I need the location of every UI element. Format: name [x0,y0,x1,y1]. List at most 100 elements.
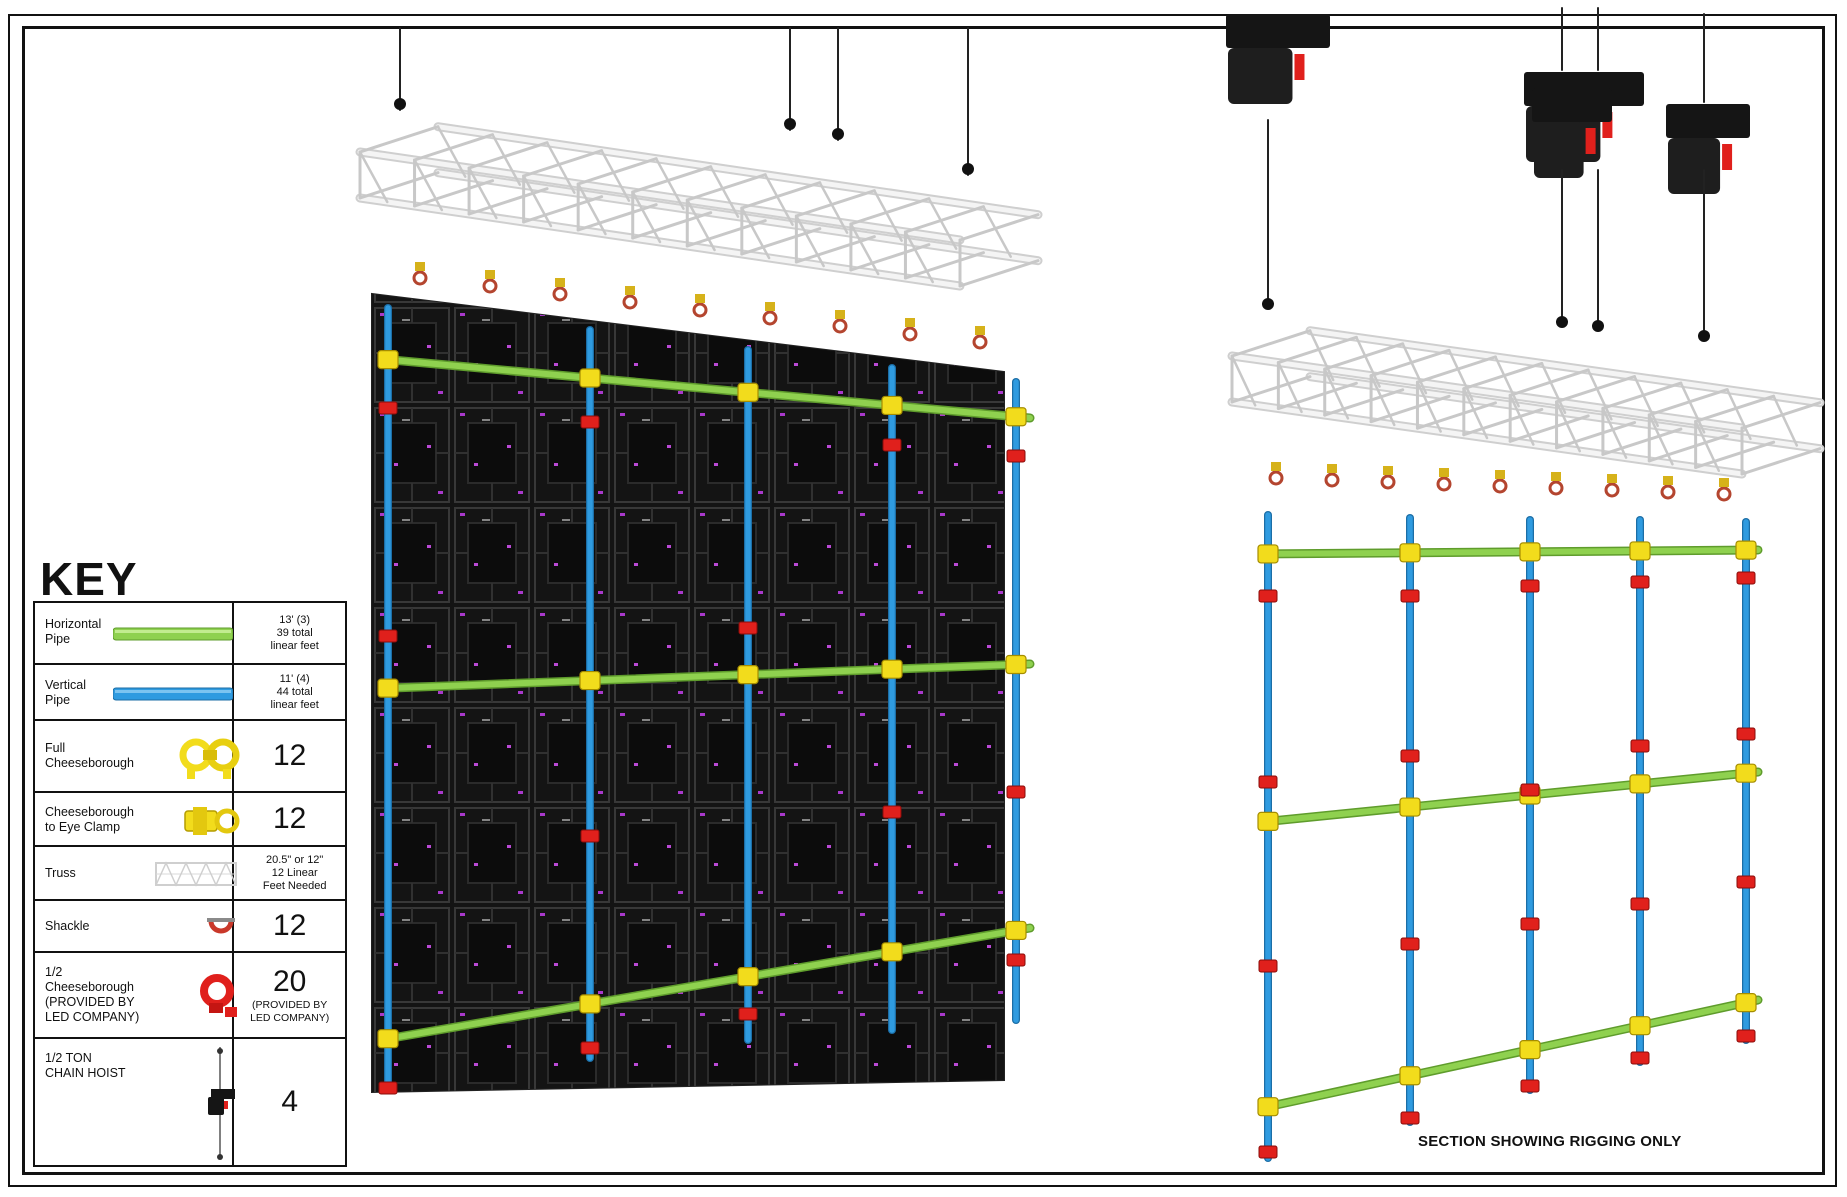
truss-web [1586,368,1613,421]
half-cheeseborough-clamp [1630,739,1650,753]
key-quantity: 20 [272,965,307,998]
truss-web [1648,413,1674,466]
half-cheeseborough-clamp [1630,897,1650,911]
truss-icon [155,861,237,887]
truss-web [1694,394,1776,423]
key-quantity: 4 [281,1085,299,1118]
half-cheeseborough-clamp [1006,785,1026,799]
full-cheeseborough-clamp [377,1029,399,1049]
truss-web [1740,401,1822,430]
full-cheeseborough-clamp [1399,543,1421,563]
full-cheeseborough-clamp [1735,763,1757,783]
truss-web [1601,381,1683,410]
truss-web [1355,335,1381,388]
key-label: (PROVIDED BY [45,995,135,1009]
horizontal-pipe [389,661,1033,691]
truss-web [413,158,444,212]
truss-web [1462,387,1489,440]
key-quantity: 12 [272,909,307,942]
hoist-hook [832,128,844,140]
truss-web [958,259,1040,288]
key-label: Cheeseborough [45,805,134,819]
blue-pipe-icon [113,687,233,701]
half-cheeseborough-clamp [1736,875,1756,889]
truss-web [1555,400,1581,453]
right-truss [1227,326,1825,479]
truss-web [1369,374,1396,427]
truss-web [764,173,794,226]
eye-clamp [835,310,845,319]
key-row-shackle: Shackle 12 [32,899,347,953]
outer-border [8,14,1837,1187]
full-cheeseborough-clamp [377,350,399,370]
full-cheeseborough-icon [179,738,240,779]
full-cheeseborough-clamp [1629,541,1651,561]
full-cheeseborough-clamp [737,967,759,987]
key-quantity: 12 [272,802,307,835]
hoist-motor [1228,48,1293,104]
truss-web [1540,362,1567,414]
eye-clamp-icon [184,807,240,835]
full-cheeseborough-clamp [881,659,903,679]
truss-web [686,198,716,252]
full-cheeseborough-clamp [579,670,601,691]
shackle [692,302,708,318]
key-row-horizontal-pipe: Horizontal Pipe 13' (3) 39 total linear … [32,601,347,665]
half-cheeseborough-clamp [738,621,758,635]
eye-clamp [1551,472,1561,481]
truss-chord [435,124,1041,218]
shackle [1716,486,1732,502]
full-cheeseborough-clamp [1005,920,1027,941]
truss-web [436,125,467,178]
key-label: Pipe [45,632,71,646]
truss-web [522,195,604,224]
key-quantity-note: LED COMPANY) [250,1012,330,1024]
key-detail: 44 total [276,685,313,698]
truss-web [903,205,985,234]
truss-web [1694,440,1776,469]
shackle [762,310,778,326]
hoist-control [1602,112,1613,138]
truss-web [1415,355,1497,384]
truss-web [982,205,1012,258]
eye-clamp [975,326,985,335]
key-label: Cheeseborough [45,980,134,994]
eye-clamp [625,286,635,295]
eye-clamp [1439,468,1449,477]
horizontal-pipe [389,357,1033,421]
eye-clamp [555,278,565,287]
eye-clamp [1327,464,1337,473]
eye-clamp [765,302,775,311]
truss-web [1323,367,1350,420]
truss-web [1555,421,1637,450]
truss-web [740,181,822,210]
half-cheeseborough-clamp [1630,575,1650,589]
truss-web [631,165,713,194]
truss-web [358,171,440,200]
horizontal-pipe [1259,997,1761,1111]
shackle [482,278,498,294]
truss-web [1276,381,1358,411]
eye-clamp [1383,466,1393,475]
half-cheeseborough-clamp [1520,1079,1540,1093]
hoist-hook [1698,330,1710,342]
shackle [1492,478,1508,494]
hoist-body [1226,14,1330,48]
half-cheeseborough-clamp [580,829,600,843]
half-cheeseborough-clamp [882,805,902,819]
left-truss [355,122,1043,291]
eye-clamp [1495,470,1505,479]
truss-web [1555,375,1637,404]
truss-web [1633,375,1659,428]
shackle [1380,474,1396,490]
truss-web [1230,375,1312,404]
truss-web [873,189,903,242]
full-cheeseborough-clamp [1399,797,1421,817]
truss-web [631,190,662,244]
key-label: Pipe [45,693,71,707]
eye-clamp [1271,462,1281,471]
key-row-chain-hoist: 1/2 TON CHAIN HOIST 4 [32,1037,347,1167]
hoist-control [1722,144,1733,170]
full-cheeseborough-clamp [1519,1040,1541,1060]
horizontal-pipe [1259,769,1761,825]
